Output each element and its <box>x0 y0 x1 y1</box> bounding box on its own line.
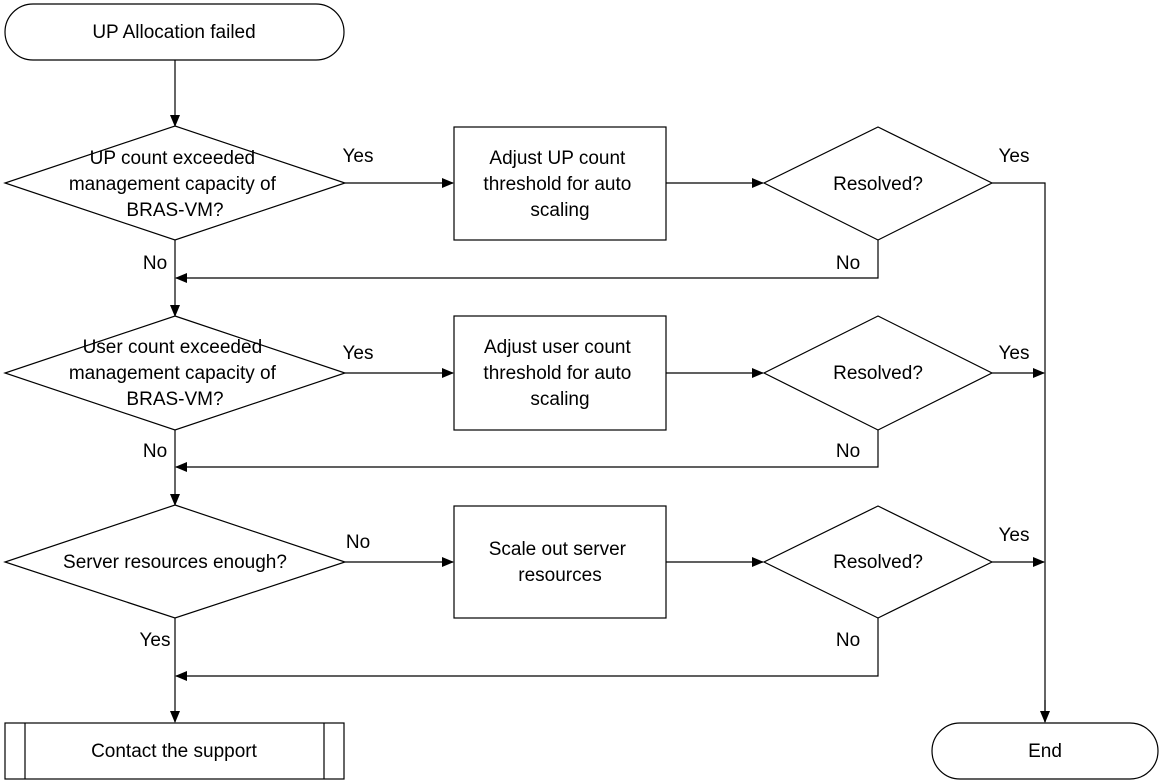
resolved3-node: Resolved? <box>762 505 994 619</box>
edge-label-d2-yes: Yes <box>343 343 374 364</box>
resolved2-label: Resolved? <box>833 363 923 384</box>
action2-line1: Adjust user count <box>484 337 632 358</box>
edge-label-d1-yes: Yes <box>343 146 374 167</box>
action1-label: Adjust UP count threshold for auto scali… <box>483 148 636 221</box>
resolved3-label: Resolved? <box>833 552 923 573</box>
edge-label-r1-no: No <box>836 253 860 274</box>
decision2-node: User count exceeded management capacity … <box>3 315 347 431</box>
decision1-label: UP count exceeded management capacity of… <box>69 148 281 221</box>
decision3-node: Server resources enough? <box>3 504 347 619</box>
decision1-line1: UP count exceeded <box>90 148 256 169</box>
action3-line1: Scale out server <box>489 539 627 560</box>
decision1-line3: BRAS-VM? <box>126 200 223 221</box>
support-node: Contact the support <box>4 722 345 780</box>
decision1-line2: management capacity of <box>69 174 277 195</box>
start-label: UP Allocation failed <box>92 22 255 43</box>
action2-label: Adjust user count threshold for auto sca… <box>483 337 636 410</box>
action1-line3: scaling <box>530 200 589 221</box>
edge-label-d3-yes: Yes <box>140 630 171 651</box>
decision1-node: UP count exceeded management capacity of… <box>3 125 347 241</box>
action3-label: Scale out server resources <box>489 539 632 586</box>
arrow-resolved3-no <box>175 618 879 681</box>
edge-label-r1-yes: Yes <box>999 146 1030 167</box>
resolved1-label: Resolved? <box>833 174 923 195</box>
edge-label-r3-no: No <box>836 630 860 651</box>
edge-label-r2-yes: Yes <box>999 343 1030 364</box>
connectors <box>170 60 1050 723</box>
decision3-label: Server resources enough? <box>63 552 287 573</box>
line-resolved1-yes-to-end <box>992 182 1046 722</box>
support-label: Contact the support <box>91 741 258 762</box>
action2-line2: threshold for auto <box>483 363 631 384</box>
resolved1-node: Resolved? <box>762 126 994 241</box>
edge-label-d3-no: No <box>346 532 370 553</box>
action1-line1: Adjust UP count <box>489 148 626 169</box>
action2-line3: scaling <box>530 389 589 410</box>
edge-labels: Yes No Yes No Yes No Yes No No Yes Yes N… <box>140 146 1030 651</box>
action3-node: Scale out server resources <box>453 505 667 619</box>
arrow-resolved2-no <box>175 430 879 472</box>
action3-line2: resources <box>518 565 601 586</box>
end-label: End <box>1028 741 1062 762</box>
action1-node: Adjust UP count threshold for auto scali… <box>453 126 667 241</box>
edge-label-d1-no: No <box>143 253 167 274</box>
end-node: End <box>931 722 1159 780</box>
decision2-line3: BRAS-VM? <box>126 389 223 410</box>
resolved2-node: Resolved? <box>762 315 994 431</box>
action1-line2: threshold for auto <box>483 174 631 195</box>
edge-label-r2-no: No <box>836 441 860 462</box>
decision2-label: User count exceeded management capacity … <box>69 337 281 410</box>
start-node: UP Allocation failed <box>4 3 345 61</box>
decision2-line1: User count exceeded <box>83 337 263 358</box>
decision2-line2: management capacity of <box>69 363 277 384</box>
edge-label-r3-yes: Yes <box>999 525 1030 546</box>
action2-node: Adjust user count threshold for auto sca… <box>453 315 667 431</box>
arrow-resolved1-no <box>175 240 879 283</box>
edge-label-d2-no: No <box>143 441 167 462</box>
